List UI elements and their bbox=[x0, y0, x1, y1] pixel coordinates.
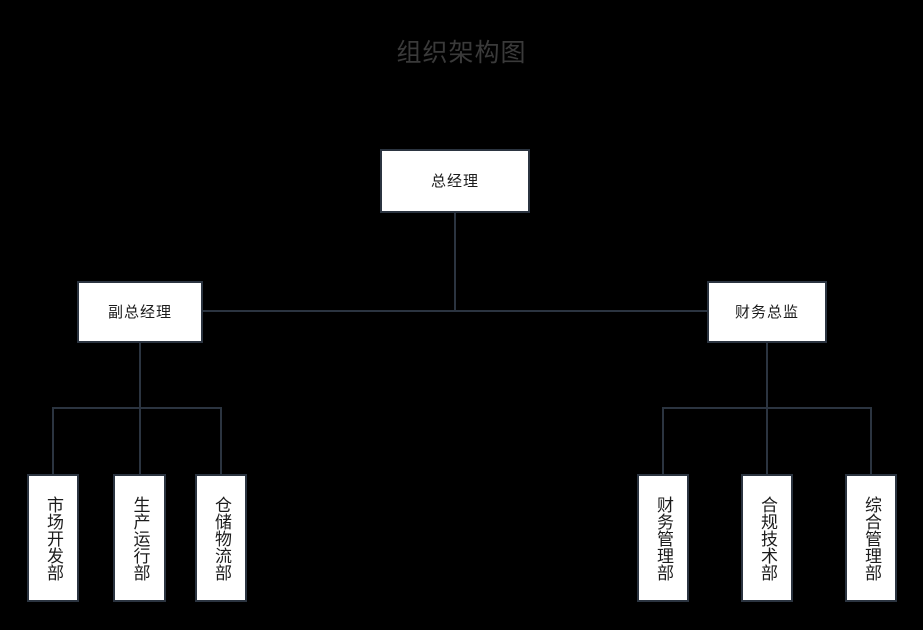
node-warehouse-label: 仓储物流部 bbox=[211, 495, 231, 581]
node-compliance-tech[interactable]: 合规技术部 bbox=[741, 474, 793, 602]
connector-to-finance-mgmt bbox=[662, 407, 664, 474]
connector-root-down bbox=[454, 212, 456, 312]
connector-deputy-bus bbox=[52, 407, 222, 409]
node-deputy-gm-label: 副总经理 bbox=[107, 303, 172, 321]
node-finance-director[interactable]: 财务总监 bbox=[707, 281, 827, 343]
connector-deputy-down bbox=[139, 343, 141, 408]
connector-to-market-dev bbox=[52, 407, 54, 474]
node-market-dev[interactable]: 市场开发部 bbox=[27, 474, 79, 602]
connector-to-warehouse bbox=[220, 407, 222, 474]
node-general-admin-label: 综合管理部 bbox=[861, 495, 881, 581]
node-finance-mgmt[interactable]: 财务管理部 bbox=[637, 474, 689, 602]
node-production-label: 生产运行部 bbox=[129, 495, 150, 581]
node-production[interactable]: 生产运行部 bbox=[113, 474, 166, 602]
node-root-label: 总经理 bbox=[430, 172, 479, 190]
connector-to-compliance-tech bbox=[766, 407, 768, 474]
node-general-admin[interactable]: 综合管理部 bbox=[845, 474, 897, 602]
node-market-dev-label: 市场开发部 bbox=[43, 495, 63, 581]
node-finance-mgmt-label: 财务管理部 bbox=[653, 495, 673, 581]
connector-to-production bbox=[139, 407, 141, 474]
node-finance-director-label: 财务总监 bbox=[734, 303, 799, 321]
page-title: 组织架构图 bbox=[396, 38, 527, 67]
connector-to-general-admin bbox=[870, 407, 872, 474]
node-compliance-tech-label: 合规技术部 bbox=[757, 495, 777, 581]
connector-level2-bus bbox=[203, 310, 707, 312]
node-warehouse[interactable]: 仓储物流部 bbox=[195, 474, 247, 602]
node-root[interactable]: 总经理 bbox=[380, 149, 530, 213]
node-deputy-gm[interactable]: 副总经理 bbox=[77, 281, 203, 343]
connector-finance-down bbox=[766, 343, 768, 408]
